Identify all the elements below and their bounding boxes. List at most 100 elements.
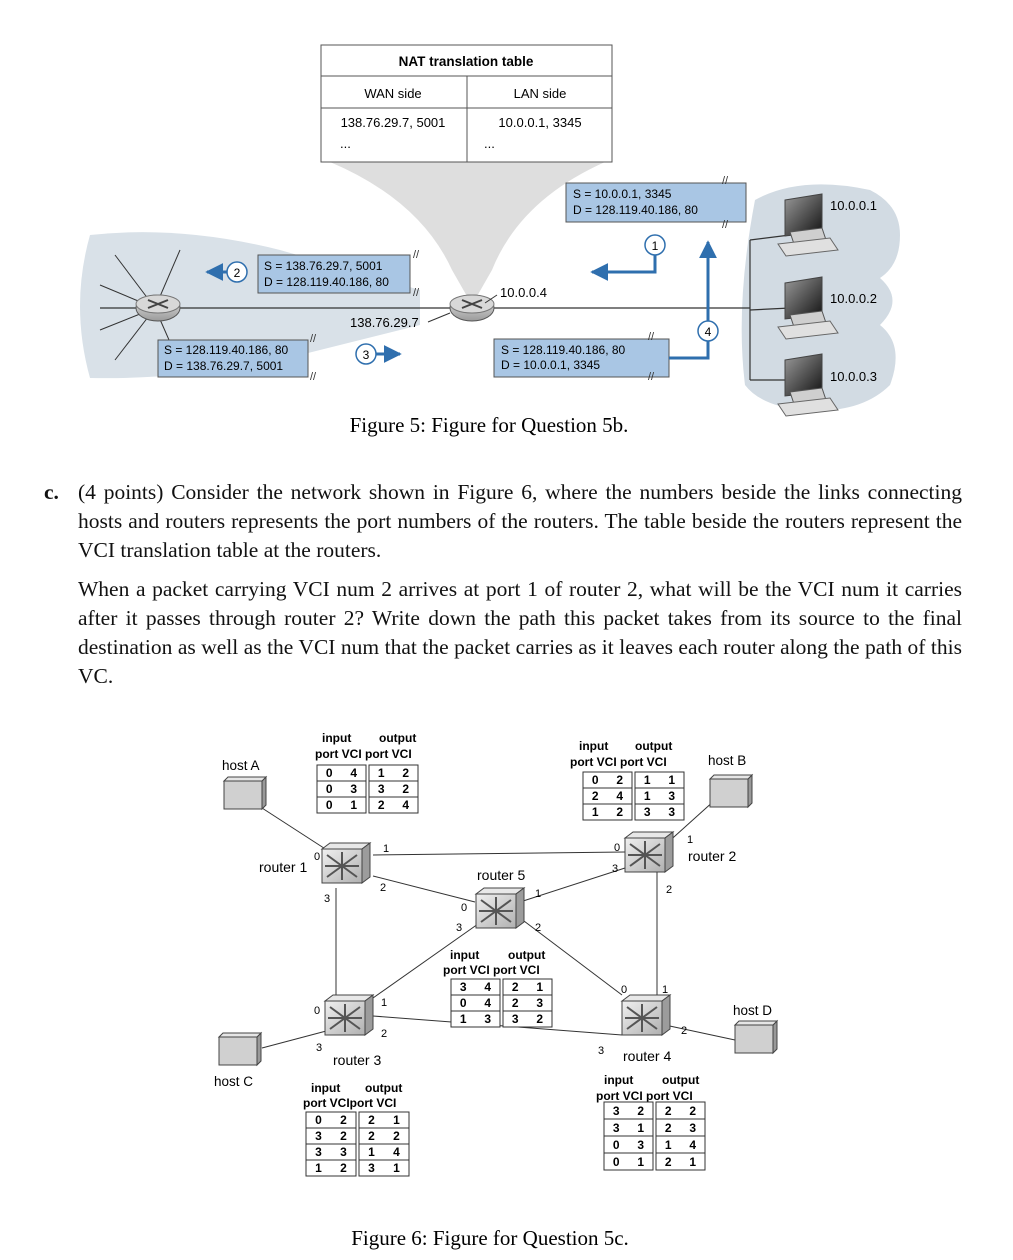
vci-r1-head-input: input <box>322 731 351 745</box>
vci-r3-cell-2-0: 3 <box>315 1145 322 1159</box>
vci-r5-cell-2-3: 2 <box>536 1012 543 1026</box>
router-1-label: router 1 <box>259 859 307 875</box>
r2-port-0: 0 <box>614 842 620 854</box>
vci-r4-cell-3-3: 1 <box>689 1155 696 1169</box>
vci-r3-cell-2-2: 1 <box>368 1145 375 1159</box>
vci-r5-cellbox-0-0 <box>450 978 501 996</box>
vci-r3-cellbox-0-0 <box>305 1111 357 1129</box>
vci-r1-cellbox-0-1 <box>368 764 419 782</box>
router-4 <box>620 994 672 1036</box>
vci-r3-cell-1-2: 2 <box>368 1129 375 1143</box>
vci-r4-cellbox-0-0 <box>603 1101 654 1120</box>
link-r1-r2 <box>372 851 626 856</box>
lan-ip-leader <box>484 294 498 304</box>
vci-r2-cellbox-0-0 <box>582 771 633 789</box>
port-labels: 0 1 2 3 0 1 2 3 0 1 2 3 0 1 2 3 0 1 2 3 <box>314 834 693 1057</box>
vci-r3-cell-2-1: 3 <box>340 1145 347 1159</box>
vci-r5-cell-1-3: 3 <box>536 996 543 1010</box>
vci-r5-cell-0-1: 4 <box>484 980 491 994</box>
vci-r4-cell-3-0: 0 <box>613 1155 620 1169</box>
r2-port-1: 1 <box>687 834 693 846</box>
packet-2-src: S = 138.76.29.7, 5001 <box>264 259 383 273</box>
vci-r1-cell-0-0: 0 <box>326 766 333 780</box>
vci-r2-head-input: input <box>579 739 608 753</box>
packet-4: S = 128.119.40.186, 80 D = 10.0.0.1, 334… <box>493 331 670 383</box>
vci-r1-cell-1-0: 0 <box>326 782 333 796</box>
vci-r3-cell-1-1: 2 <box>340 1129 347 1143</box>
vci-r3-cell-0-1: 2 <box>340 1113 347 1127</box>
packet-1-break: // <box>722 175 729 187</box>
vci-r3-cellbox-1-0 <box>305 1127 357 1145</box>
vci-r4-cell-2-1: 3 <box>637 1138 644 1152</box>
r5-port-1: 1 <box>535 888 541 900</box>
question-paragraph-1: (4 points) Consider the network shown in… <box>78 480 962 562</box>
vci-r5-cell-0-0: 3 <box>460 980 467 994</box>
nat-header-lan: LAN side <box>514 86 567 101</box>
step-badge-1-label: 1 <box>652 239 659 253</box>
vci-r1-cell-1-3: 2 <box>402 782 409 796</box>
step-badge-3-label: 3 <box>363 348 370 362</box>
step-badge-2: 2 <box>226 261 248 283</box>
r5-port-3: 3 <box>456 922 462 934</box>
vci-r3-cell-1-0: 3 <box>315 1129 322 1143</box>
nat-router <box>449 294 495 322</box>
packet-4-break: // <box>648 331 655 343</box>
vci-r4-head-cols: port VCI port VCI <box>596 1089 693 1103</box>
vci-r1-cell-0-2: 1 <box>378 766 385 780</box>
nat-table: NAT translation table WAN side LAN side … <box>320 44 613 163</box>
vci-r4-cell-3-2: 2 <box>665 1155 672 1169</box>
nat-table-title: NAT translation table <box>399 54 534 69</box>
vci-r2-cellbox-1-0 <box>582 787 633 805</box>
vci-r5-cellbox-0-1 <box>502 978 553 996</box>
vci-r2-cellbox-2-1 <box>634 803 685 821</box>
packet-3-break-2: // <box>310 371 317 383</box>
packet-1: S = 10.0.0.1, 3345 D = 128.119.40.186, 8… <box>565 175 747 231</box>
vci-r3-cell-3-2: 3 <box>368 1161 375 1175</box>
vci-r2-cellbox-2-0 <box>582 803 633 821</box>
vci-r4-head-input: input <box>604 1073 633 1087</box>
vci-r3-cell-3-3: 1 <box>393 1161 400 1175</box>
vci-r5-cellbox-2-0 <box>450 1010 501 1028</box>
vci-r5-head-output: output <box>508 948 545 962</box>
vci-r4-cell-1-3: 3 <box>689 1121 696 1135</box>
router-3-label: router 3 <box>333 1052 381 1068</box>
vci-r2-cell-2-0: 1 <box>592 805 599 819</box>
lan-host-2: 10.0.0.2 <box>777 276 877 340</box>
lan-host-1: 10.0.0.1 <box>777 193 877 257</box>
vci-r3-cellbox-3-0 <box>305 1159 357 1177</box>
vci-r3-cellbox-1-1 <box>358 1127 410 1145</box>
lan-host-2-ip: 10.0.0.2 <box>830 291 877 306</box>
step-arrow-1 <box>590 255 657 281</box>
r1-port-2: 2 <box>380 882 386 894</box>
vci-r1-cell-2-0: 0 <box>326 798 333 812</box>
vci-r1-cellbox-2-1 <box>368 796 419 814</box>
r1-port-3: 3 <box>324 893 330 905</box>
vci-r5-cellbox-1-0 <box>450 994 501 1012</box>
vci-r2-cell-0-2: 1 <box>644 773 651 787</box>
vci-r5-cell-1-0: 0 <box>460 996 467 1010</box>
nat-row-wan-ellipsis: ... <box>340 136 351 151</box>
vci-r4-cellbox-1-0 <box>603 1118 654 1137</box>
vci-r5-cell-2-0: 1 <box>460 1012 467 1026</box>
r4-port-3: 3 <box>598 1045 604 1057</box>
vci-r5-cell-0-2: 2 <box>512 980 519 994</box>
lan-host-3: 10.0.0.3 <box>777 353 877 417</box>
r4-port-0: 0 <box>621 984 627 996</box>
vci-r4-cellbox-1-1 <box>655 1118 706 1137</box>
question-paragraph-2: When a packet carrying VCI num 2 arrives… <box>78 577 962 688</box>
packet-3: S = 128.119.40.186, 80 D = 138.76.29.7, … <box>157 333 317 383</box>
vci-r2-cell-1-1: 4 <box>616 789 623 803</box>
question-5c: c. (4 points) Consider the network shown… <box>44 478 962 691</box>
packet-4-dst: D = 10.0.0.1, 3345 <box>501 358 600 372</box>
host-a: host A <box>222 758 268 811</box>
nat-row-wan: 138.76.29.7, 5001 <box>341 115 446 130</box>
host-d-label: host D <box>733 1003 772 1018</box>
vci-r4-cell-2-3: 4 <box>689 1138 696 1152</box>
packet-2-dst: D = 128.119.40.186, 80 <box>264 275 389 289</box>
router-2 <box>623 831 675 873</box>
lan-ip-label: 10.0.0.4 <box>500 285 547 300</box>
